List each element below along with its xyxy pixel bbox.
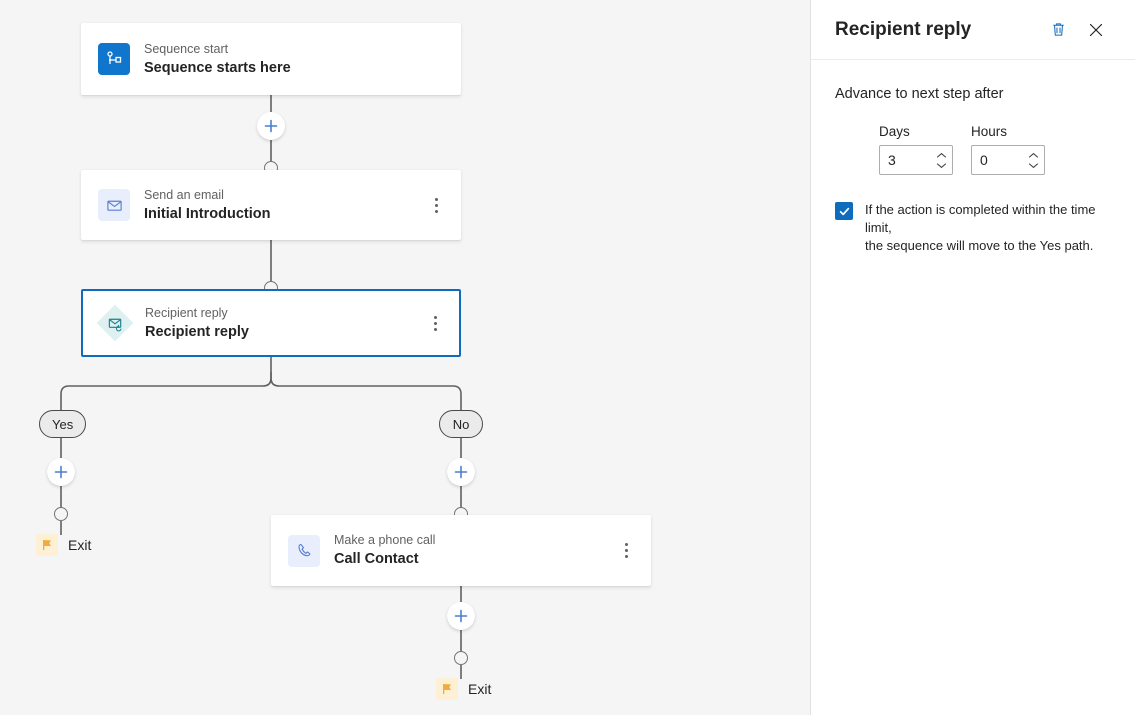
hours-field-group: Hours (971, 124, 1045, 175)
node-recipient-reply[interactable]: Recipient reply Recipient reply (81, 289, 461, 357)
chevron-down-icon[interactable] (1028, 162, 1039, 169)
days-spinner[interactable] (879, 145, 953, 175)
advance-section-label: Advance to next step after (835, 86, 1004, 102)
panel-title: Recipient reply (835, 18, 972, 40)
days-spinner-arrows[interactable] (936, 146, 947, 174)
checkbox-label-line1: If the action is completed within the ti… (865, 202, 1096, 235)
time-limit-checkbox-row[interactable]: If the action is completed within the ti… (835, 201, 1111, 255)
add-step-button-after-call[interactable] (447, 602, 475, 630)
chevron-up-icon[interactable] (1028, 152, 1039, 159)
node-text: Send an email Initial Introduction (144, 188, 428, 223)
delete-button[interactable] (1043, 15, 1073, 45)
node-exit-no[interactable]: Exit (436, 678, 491, 700)
panel-header: Recipient reply (811, 0, 1135, 60)
exit-label: Exit (68, 537, 92, 553)
node-title: Initial Introduction (144, 205, 271, 222)
days-label: Days (879, 124, 910, 139)
node-subtitle: Sequence start (144, 41, 229, 56)
sequence-canvas[interactable]: Sequence start Sequence starts here Send… (0, 0, 810, 715)
node-subtitle: Send an email (144, 187, 224, 202)
envelope-reply-icon (96, 304, 134, 342)
days-field-group: Days (879, 124, 953, 175)
hours-spinner-arrows[interactable] (1028, 146, 1039, 174)
checkbox-label-line2: the sequence will move to the Yes path. (865, 238, 1094, 253)
phone-icon (288, 534, 320, 567)
node-exit-yes[interactable]: Exit (36, 534, 91, 556)
branch-label-yes[interactable]: Yes (39, 410, 87, 438)
node-subtitle: Recipient reply (145, 305, 228, 320)
exit-label: Exit (468, 681, 492, 697)
node-text: Sequence start Sequence starts here (144, 42, 444, 77)
branch-label-no[interactable]: No (439, 410, 483, 438)
node-overflow-menu-button[interactable] (427, 311, 443, 335)
flag-icon (436, 678, 458, 700)
branch-label-text: Yes (52, 416, 74, 432)
duration-fields: Days (835, 124, 1111, 175)
add-step-button-after-start[interactable] (257, 112, 285, 140)
connector-ring (54, 507, 68, 521)
sequence-start-icon (98, 43, 130, 75)
node-send-email[interactable]: Send an email Initial Introduction (81, 170, 461, 240)
hours-label: Hours (971, 124, 1008, 139)
properties-panel: Recipient reply Advance to next step aft… (810, 0, 1135, 715)
days-input[interactable] (880, 146, 952, 174)
chevron-down-icon[interactable] (936, 162, 947, 169)
add-step-button-no-branch[interactable] (447, 458, 475, 486)
time-limit-checkbox-label: If the action is completed within the ti… (865, 201, 1111, 255)
panel-body: Advance to next step after Days (811, 60, 1135, 255)
connector-edges (60, 95, 462, 679)
node-overflow-menu-button[interactable] (618, 539, 634, 563)
connector-ring (454, 651, 468, 665)
node-title: Sequence starts here (144, 59, 291, 76)
node-title: Call Contact (334, 551, 419, 567)
node-text: Recipient reply Recipient reply (145, 306, 427, 341)
node-text: Make a phone call Call Contact (334, 533, 618, 568)
add-step-button-yes-branch[interactable] (47, 458, 75, 486)
node-overflow-menu-button[interactable] (428, 193, 444, 217)
node-subtitle: Make a phone call (334, 533, 436, 547)
flag-icon (36, 534, 58, 556)
branch-label-text: No (452, 416, 470, 432)
node-make-phone-call[interactable]: Make a phone call Call Contact (271, 515, 651, 586)
node-sequence-start[interactable]: Sequence start Sequence starts here (81, 23, 461, 95)
close-icon[interactable] (1081, 15, 1111, 45)
chevron-up-icon[interactable] (936, 152, 947, 159)
hours-spinner[interactable] (971, 145, 1045, 175)
hours-input[interactable] (972, 146, 1044, 174)
node-title: Recipient reply (145, 323, 249, 340)
envelope-icon (98, 189, 130, 221)
time-limit-checkbox[interactable] (835, 202, 853, 220)
